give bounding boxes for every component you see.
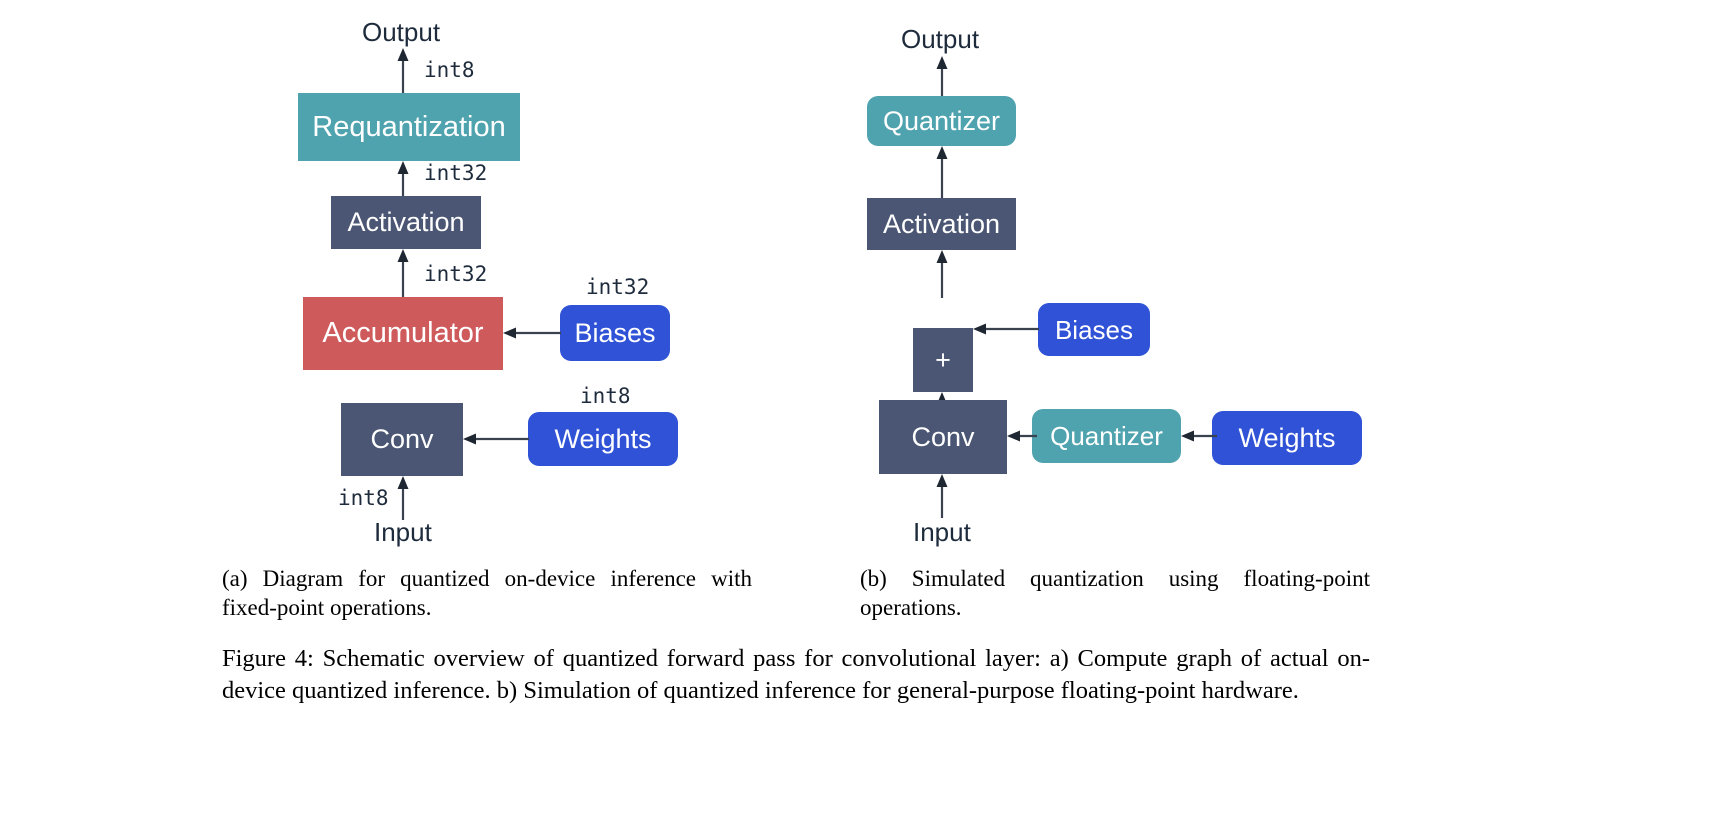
- panel-a-node-activation[interactable]: Activation: [331, 196, 481, 249]
- panel-a-node-conv[interactable]: Conv: [341, 403, 463, 476]
- panel-b-node-adder[interactable]: +: [913, 328, 973, 392]
- panel-b-arrow-biases-to-adder: [973, 321, 1039, 337]
- panel-a-node-weights[interactable]: Weights: [528, 412, 678, 466]
- panel-a-dtype-requant-in: int32: [424, 161, 488, 185]
- panel-b-arrow-activation-to-quantizer: [934, 146, 950, 198]
- panel-b-arrow-adder-to-activation: [934, 250, 950, 298]
- panel-a-arrow-requant-to-output: [395, 48, 411, 94]
- panel-b-output-label: Output: [901, 24, 980, 54]
- panel-b-arrow-quantizer-to-conv: [1007, 428, 1037, 444]
- panel-a-arrow-biases-to-accumulator: [503, 325, 561, 341]
- panel-b-node-quantizer-out[interactable]: Quantizer: [867, 96, 1016, 146]
- panel-a-dtype-input: int8: [338, 486, 389, 510]
- panel-b-node-weights[interactable]: Weights: [1212, 411, 1362, 465]
- panel-a-dtype-weights: int8: [580, 384, 631, 408]
- panel-a-arrow-input-to-conv: [395, 476, 411, 520]
- panel-a-arrow-accumulator-to-activation: [395, 249, 411, 297]
- panel-a-arrow-weights-to-conv: [463, 431, 529, 447]
- panel-a-output-label: Output: [362, 17, 441, 47]
- panel-a-dtype-activation-in: int32: [424, 262, 488, 286]
- panel-b-node-conv[interactable]: Conv: [879, 400, 1007, 474]
- panel-a-node-accumulator[interactable]: Accumulator: [303, 297, 503, 370]
- panel-b-node-activation[interactable]: Activation: [867, 198, 1016, 250]
- panel-a-node-biases[interactable]: Biases: [560, 305, 670, 361]
- figure-caption: Figure 4: Schematic overview of quantize…: [222, 645, 1370, 704]
- panel-b-input-label: Input: [913, 517, 971, 547]
- panel-b-arrow-weights-to-quantizer: [1181, 428, 1217, 444]
- panel-b-arrow-input-to-conv: [934, 474, 950, 518]
- panel-a-input-label: Input: [374, 517, 432, 547]
- panel-b-node-biases[interactable]: Biases: [1038, 303, 1150, 356]
- panel-a-subcaption: (a) Diagram for quantized on-device infe…: [222, 566, 752, 621]
- panel-b-node-quantizer-weights[interactable]: Quantizer: [1032, 409, 1181, 463]
- panel-a-dtype-output: int8: [424, 58, 475, 82]
- panel-a-dtype-biases: int32: [586, 275, 650, 299]
- panel-b-arrow-quantizer-to-output: [934, 56, 950, 96]
- panel-b-subcaption: (b) Simulated quantization using floatin…: [860, 566, 1370, 621]
- panel-a-node-requantization[interactable]: Requantization: [298, 93, 520, 161]
